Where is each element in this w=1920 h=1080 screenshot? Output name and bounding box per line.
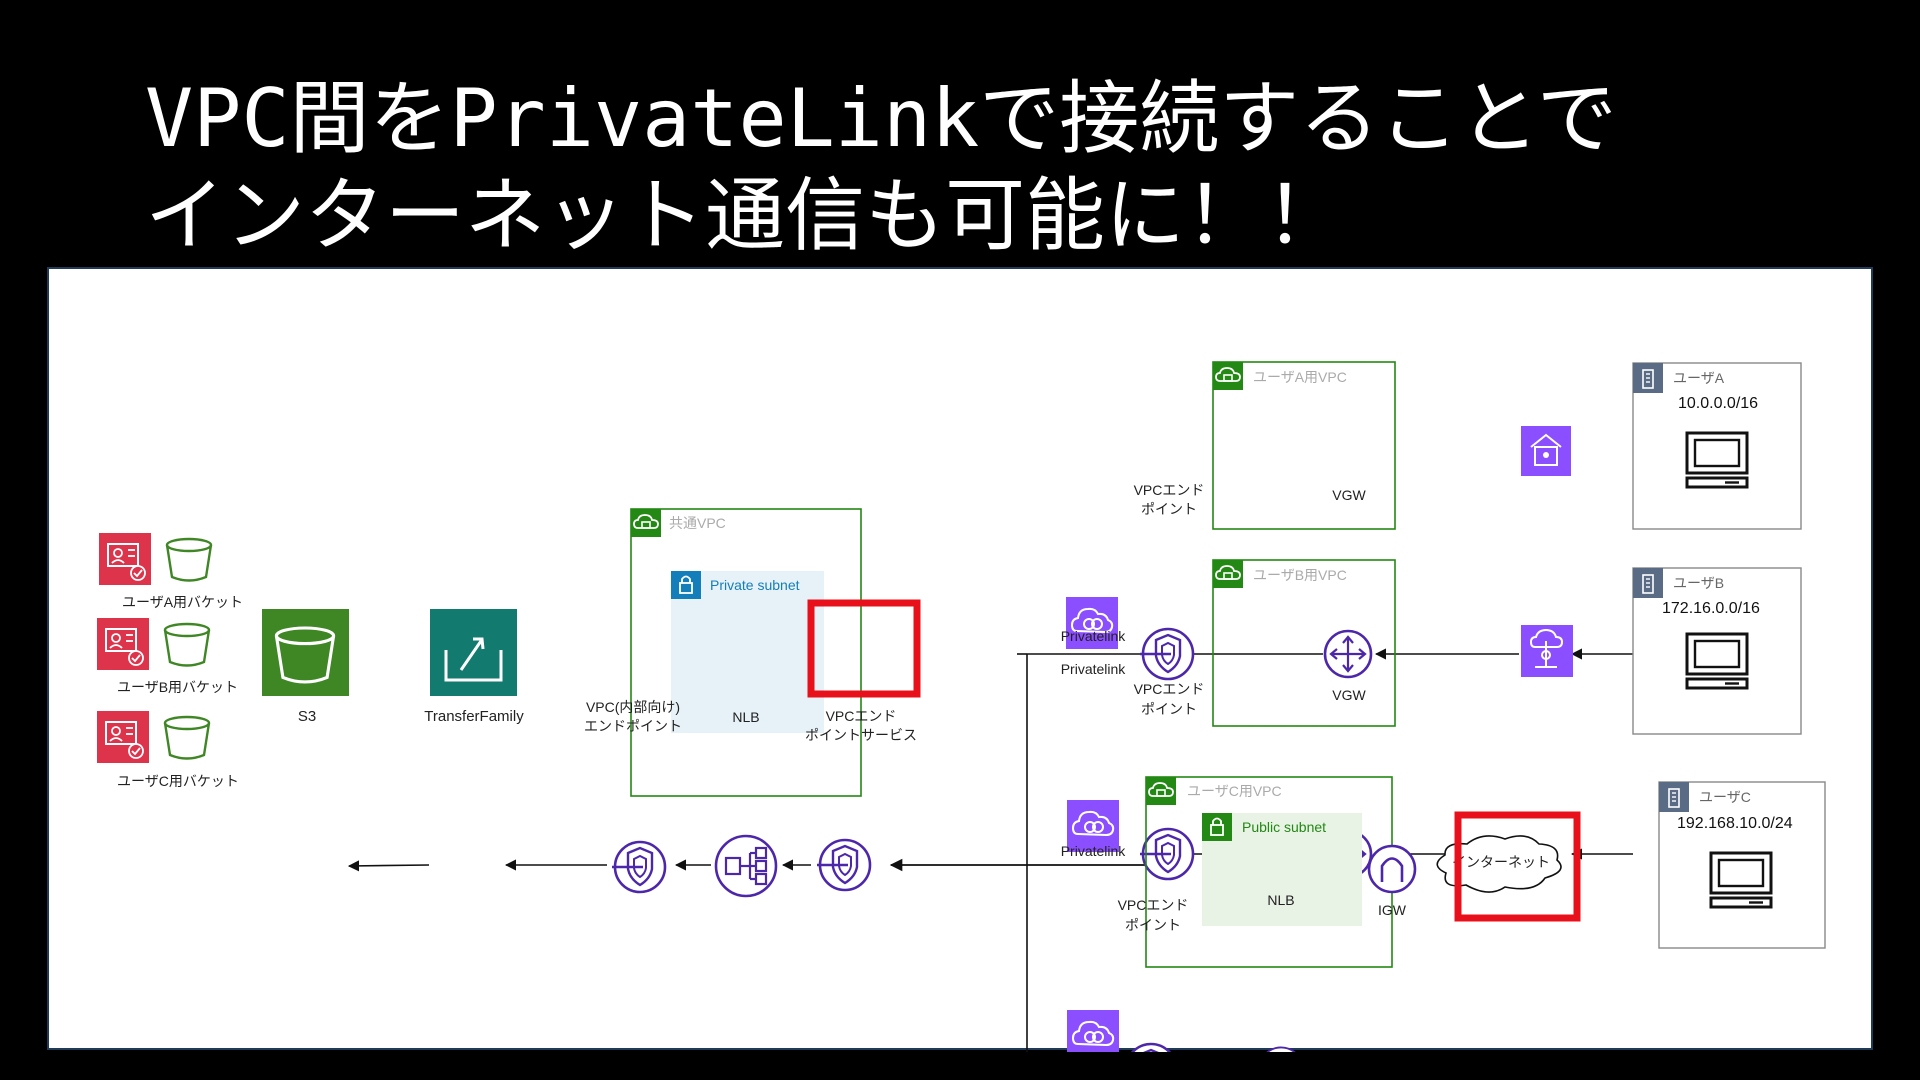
laptop-icon [1685,632,1749,690]
transfer-arrow-icon [459,637,485,671]
user-c-label: ユーザC [1699,789,1751,805]
bucket-a-label: ユーザA用バケット [122,594,243,610]
vpc-b: Privatelink ユーザB用VPC VPCエンド ポイント VGW ユーザ… [1061,559,1802,881]
laptop-icon [1685,431,1749,489]
privatelink-a-label: Privatelink [1061,661,1127,677]
nlb-label: NLB [732,709,759,725]
vpc-endpoint-icon [1121,1042,1178,1052]
vpc-c-endpoint-label-2: ポイント [1125,917,1181,933]
igw-label: IGW [1378,902,1407,918]
nlb-icon [714,834,778,898]
bucket-icon [163,715,211,760]
slide-title-line-2: インターネット通信も可能に！！ [145,169,1345,262]
slide-title-line-1: VPC間をPrivateLinkで接続することで [145,72,1617,165]
vgw-a-label: VGW [1332,487,1366,503]
vpc-b-label: ユーザB用VPC [1253,567,1347,583]
transfer-folder-icon [444,650,503,682]
highlight-box-endpoint-service [807,599,921,698]
internal-endpoint-label-2: エンドポイント [584,718,682,734]
transfer-family-service: TransferFamily [424,609,524,725]
bucket-icon [165,537,213,582]
bucket-group-a: ユーザA用バケット [98,532,243,610]
user-b-box [1632,567,1802,735]
bucket-icon [163,622,211,667]
vgw-icon [1323,629,1373,679]
nlb-icon [1258,1046,1304,1052]
vpc-cloud-icon [1212,361,1244,391]
vpc-cloud-icon [630,508,662,538]
corporate-building-icon [1658,781,1690,813]
shared-vpc-label: 共通VPC [669,515,726,531]
corporate-building-icon [1632,362,1664,394]
vpc-c-endpoint-label-1: VPCエンド [1118,897,1189,913]
internal-endpoint-icon [610,840,667,894]
vpc-cloud-icon [1145,776,1177,806]
user-c-box [1658,781,1826,949]
corporate-building-icon [1632,567,1664,599]
vpc-b-endpoint-label-1: VPCエンド [1134,681,1205,697]
bucket-b-label: ユーザB用バケット [117,679,238,695]
architecture-diagram: ユーザA用バケット ユーザB用バケット ユーザC用バケット S3 Transfe… [47,267,1873,1052]
vpc-endpoint-icon [1138,827,1195,881]
transfer-label: TransferFamily [424,708,524,725]
s3-service: S3 [262,609,349,725]
user-a-cidr: 10.0.0.0/16 [1678,395,1758,412]
s3-label: S3 [298,708,316,725]
vpn-icon [1521,426,1571,476]
lock-icon [1201,812,1233,842]
public-subnet-label: Public subnet [1242,819,1326,835]
vpc-a-border [1212,361,1396,530]
vpc-a: Privatelink ユーザA用VPC VPCエンド ポイント VGW ユーザ… [1061,361,1802,681]
laptop-icon [1709,851,1773,909]
user-c-cidr: 192.168.10.0/24 [1677,815,1793,832]
bucket-c-label: ユーザC用バケット [117,773,239,789]
endpoint-service-label-1: VPCエンド [826,708,897,724]
shared-vpc-border [630,508,862,797]
policy-icon [98,532,152,586]
slide-title: VPC間をPrivateLinkで接続することで インターネット通信も可能に！！ [145,70,1617,264]
vpc-cloud-icon [1212,559,1244,589]
user-a-box [1632,362,1802,530]
endpoint-service-icon [815,838,872,892]
endpoint-service-label-2: ポイントサービス [805,727,917,743]
policy-icon [96,617,150,671]
lock-icon [670,570,702,600]
bucket-group-b: ユーザB用バケット [96,617,238,695]
arrow-transfer-to-s3 [347,860,430,872]
vpc-a-endpoint-label-2: ポイント [1141,501,1197,517]
user-b-cidr: 172.16.0.0/16 [1662,600,1760,617]
nlb-c-label: NLB [1267,892,1294,908]
internet-label: インターネット [1452,854,1550,870]
vpc-c: Privatelink ユーザC用VPC Public subnet VPCエン… [1061,776,1826,1052]
vpc-b-endpoint-label-2: ポイント [1141,701,1197,717]
privatelink-c-label: Privatelink [1061,843,1127,859]
vpc-b-border [1212,559,1396,727]
shared-vpc: 共通VPC Private subnet VPC(内部向け) エンドポイント N… [584,508,862,898]
privatelink-icon [1066,1009,1120,1052]
internal-endpoint-label-1: VPC(内部向け) [586,699,680,715]
bucket-group-c: ユーザC用バケット [96,710,239,789]
vgw-b-label: VGW [1332,687,1366,703]
highlight-box-internet [1454,811,1581,922]
client-vpn-icon [1521,625,1573,677]
vpc-endpoint-service: VPCエンド ポイントサービス [805,599,921,892]
internet-cloud-icon [1436,835,1562,893]
user-a-label: ユーザA [1673,370,1725,386]
privatelink-b-label: Privatelink [1061,628,1127,644]
user-b-label: ユーザB [1673,575,1724,591]
igw-icon [1367,844,1417,894]
private-subnet-label: Private subnet [710,577,800,593]
vpc-c-label: ユーザC用VPC [1187,783,1282,799]
vpc-endpoint-icon [1138,627,1195,681]
vpc-a-endpoint-label-1: VPCエンド [1134,482,1205,498]
policy-icon [96,710,150,764]
vpc-a-label: ユーザA用VPC [1253,369,1347,385]
